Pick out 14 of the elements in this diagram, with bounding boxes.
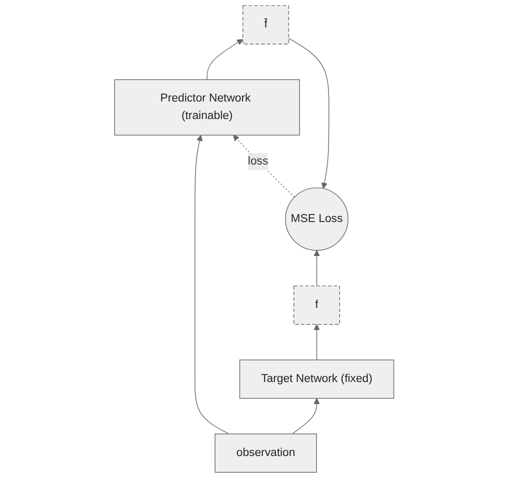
arrow <box>194 134 230 434</box>
edge-label: loss <box>248 155 268 168</box>
arrow <box>233 134 296 198</box>
arrow <box>288 38 330 189</box>
node-box: f <box>294 286 340 325</box>
node-circle: MSE Loss <box>285 187 349 251</box>
arrow <box>292 398 320 434</box>
arrow <box>207 39 244 80</box>
arrow <box>314 324 320 360</box>
node-box: f̄ <box>242 5 290 44</box>
arrow <box>314 250 320 286</box>
node-box: Target Network (fixed) <box>240 360 394 399</box>
node-box: observation <box>214 434 318 473</box>
node-box: Predictor Network (trainable) <box>114 79 300 136</box>
